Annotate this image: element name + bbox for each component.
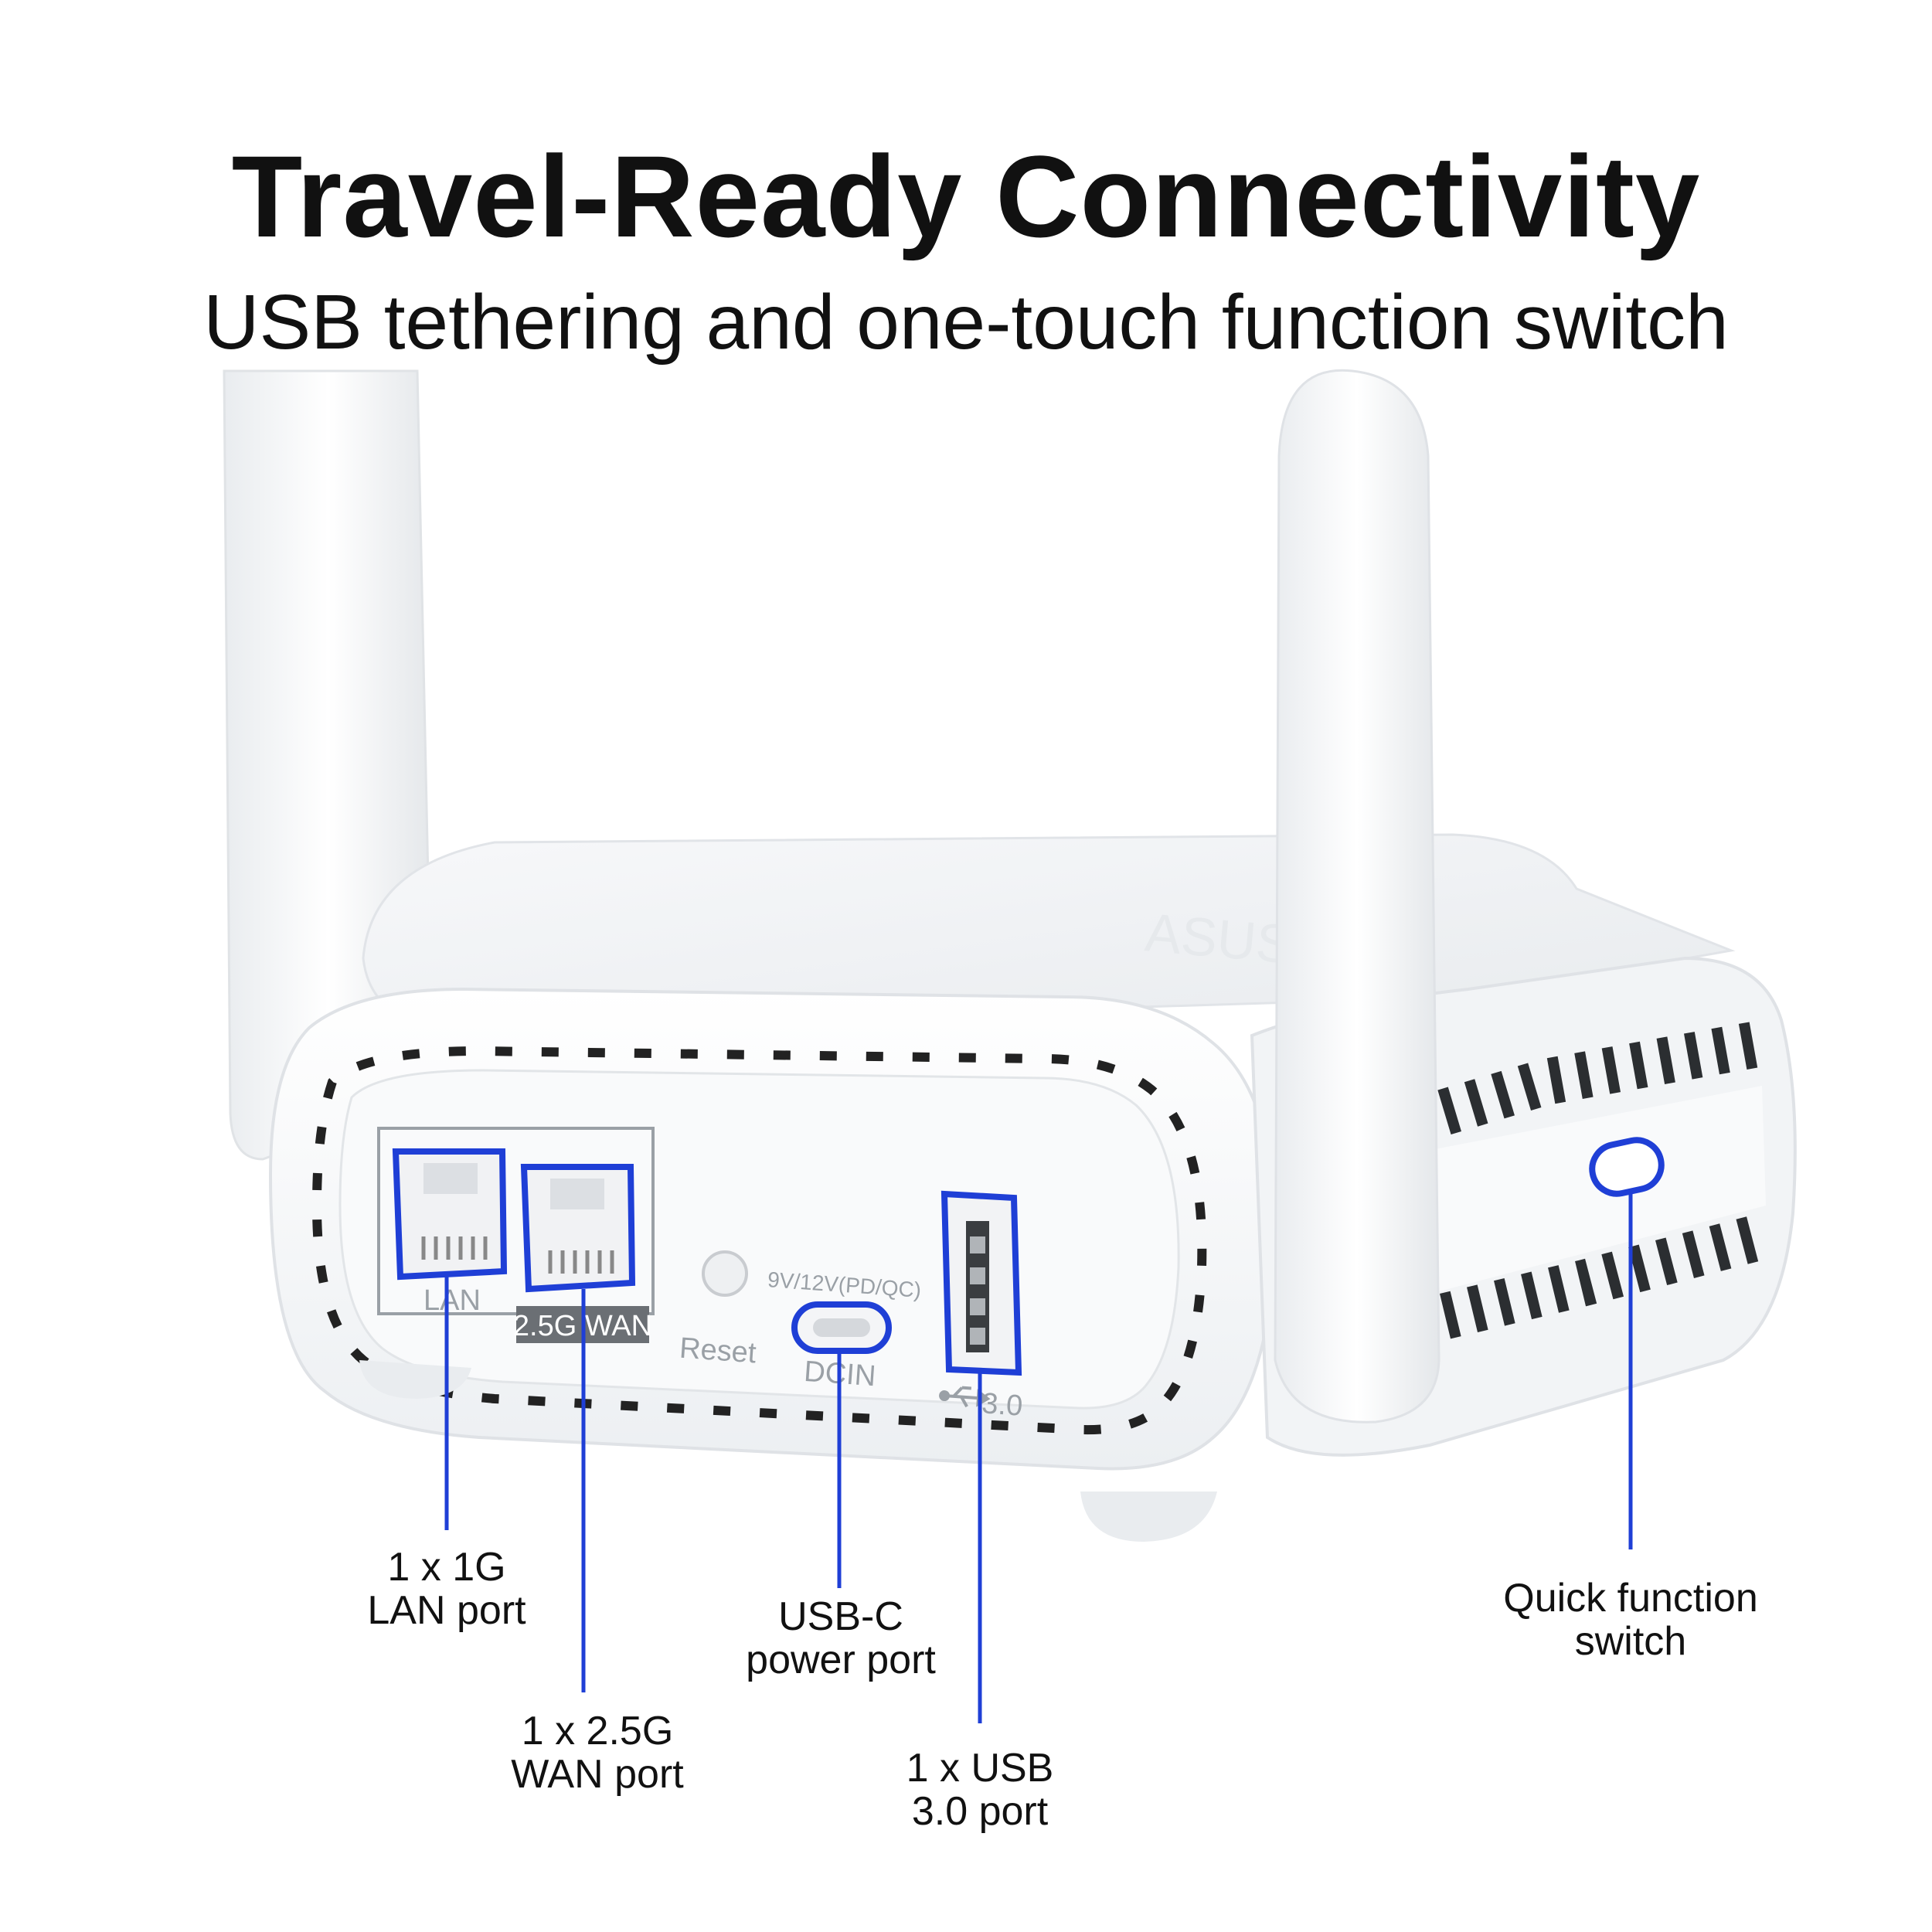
usbc-callout: USB-C power port — [725, 1595, 957, 1682]
page-title: Travel-Ready Connectivity — [231, 131, 1701, 261]
lan-callout-line1: 1 x 1G — [387, 1545, 506, 1590]
switch-callout: Quick function switch — [1484, 1577, 1777, 1663]
wan-callout-line2: WAN port — [511, 1752, 684, 1797]
lan-label: LAN — [423, 1284, 481, 1317]
usb-icon — [939, 1386, 991, 1408]
right-antenna — [1274, 369, 1440, 1423]
wan-callout-line1: 1 x 2.5G — [521, 1709, 674, 1753]
foot-right — [1080, 1492, 1217, 1542]
lan-callout: 1 x 1G LAN port — [331, 1546, 563, 1632]
switch-callout-line1: Quick function — [1503, 1576, 1758, 1621]
usbc-callout-line2: power port — [746, 1638, 936, 1682]
usb-label: 3.0 — [981, 1387, 1024, 1423]
brand-mark: ASUS — [1143, 902, 1295, 975]
quick-function-switch — [1589, 1137, 1665, 1197]
front-vent-ring — [311, 1046, 1207, 1435]
usbc-callout-line1: USB-C — [778, 1594, 903, 1639]
port-frame — [377, 1127, 655, 1315]
lan-callout-line2: LAN port — [367, 1588, 526, 1633]
wan-callout: 1 x 2.5G WAN port — [474, 1709, 721, 1796]
page-subtitle: USB tethering and one-touch function swi… — [203, 279, 1729, 366]
reset-button — [702, 1250, 748, 1297]
side-panel — [1383, 1086, 1766, 1306]
side-vents — [1384, 1020, 1768, 1352]
usb-callout: 1 x USB 3.0 port — [864, 1747, 1096, 1833]
foot-left — [359, 1360, 471, 1399]
usb-callout-line1: 1 x USB — [906, 1746, 1054, 1791]
reset-label: Reset — [679, 1332, 757, 1370]
switch-callout-line2: switch — [1574, 1619, 1687, 1664]
usb-callout-line2: 3.0 port — [911, 1789, 1049, 1834]
